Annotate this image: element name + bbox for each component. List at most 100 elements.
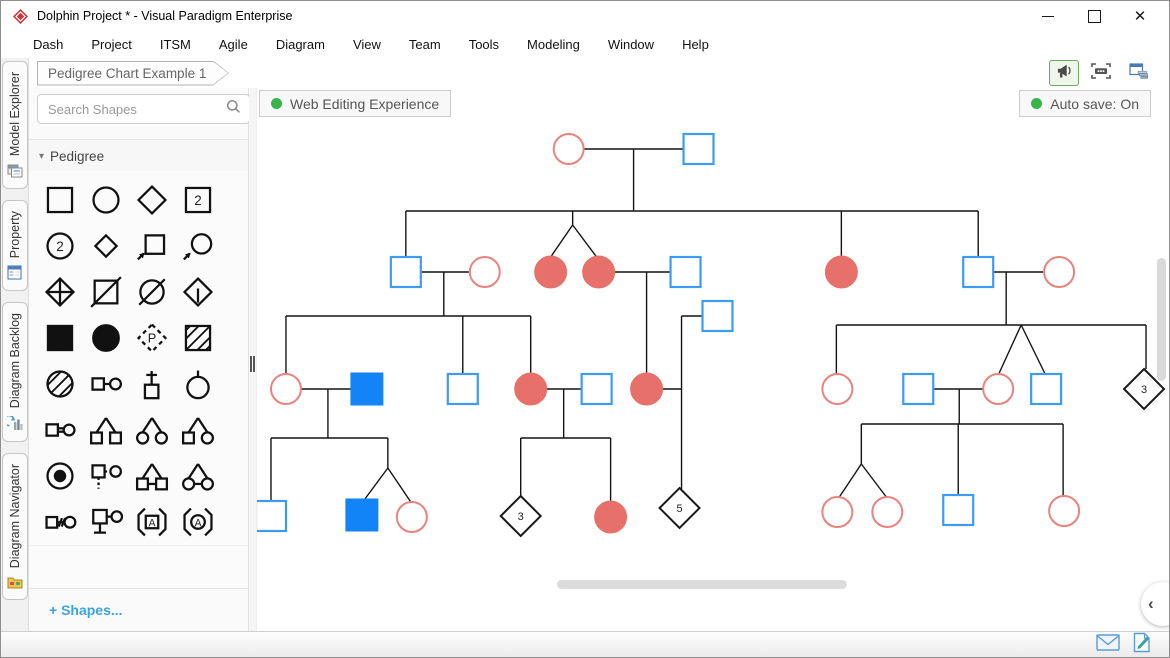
minimize-button[interactable] xyxy=(1025,2,1071,30)
pedigree-node-male[interactable] xyxy=(942,493,975,527)
palette-deceased-female[interactable] xyxy=(129,269,175,315)
pedigree-node-male[interactable] xyxy=(902,372,935,406)
vertical-scrollbar[interactable] xyxy=(1157,258,1166,381)
pedigree-node-female[interactable] xyxy=(1048,495,1081,527)
pedigree-node-female[interactable] xyxy=(552,133,585,165)
horizontal-scrollbar[interactable] xyxy=(557,580,847,589)
pedigree-node-male[interactable] xyxy=(1030,372,1063,406)
palette-dz-twins-female[interactable] xyxy=(129,407,175,453)
pedigree-node-unknown[interactable]: 5 xyxy=(658,486,701,530)
new-document-icon[interactable] xyxy=(1133,632,1151,658)
pedigree-node-affected-female[interactable] xyxy=(514,372,548,406)
pedigree-node-unknown[interactable]: 3 xyxy=(499,494,543,538)
cascade-windows-button[interactable] xyxy=(1123,60,1153,86)
palette-female[interactable] xyxy=(83,177,129,223)
menu-diagram[interactable]: Diagram xyxy=(275,37,325,52)
palette-mz-twins-female[interactable] xyxy=(175,453,221,499)
palette-multiple-males[interactable]: 2 xyxy=(175,177,221,223)
palette-unknown-small[interactable] xyxy=(83,223,129,269)
pedigree-node-affected-male[interactable] xyxy=(345,498,379,532)
palette-union[interactable] xyxy=(83,361,129,407)
pedigree-node-affected-female[interactable] xyxy=(582,255,616,289)
pedigree-node-male[interactable] xyxy=(257,499,288,533)
palette-dz-twins-mixed[interactable] xyxy=(175,407,221,453)
pedigree-node-female[interactable] xyxy=(871,496,904,528)
pedigree-node-male[interactable] xyxy=(701,299,734,333)
palette-male[interactable] xyxy=(37,177,83,223)
announcement-button[interactable] xyxy=(1049,60,1079,86)
palette-carrier-male[interactable] xyxy=(175,315,221,361)
side-tab-property[interactable]: Property xyxy=(1,200,28,292)
palette-affected-male[interactable] xyxy=(37,315,83,361)
palette-dz-twins-male[interactable] xyxy=(83,407,129,453)
menu-modeling[interactable]: Modeling xyxy=(527,37,580,52)
pedigree-node-male[interactable] xyxy=(446,372,479,406)
palette-mz-twins-male[interactable] xyxy=(129,453,175,499)
palette-consanguineous-union[interactable] xyxy=(37,407,83,453)
palette-affected-female[interactable] xyxy=(83,315,129,361)
palette-pregnancy[interactable]: P xyxy=(129,315,175,361)
palette-female-stub[interactable] xyxy=(175,361,221,407)
palette-pregnancy-loss[interactable] xyxy=(175,269,221,315)
pedigree-node-male[interactable] xyxy=(580,372,613,406)
menu-help[interactable]: Help xyxy=(682,37,709,52)
side-tab-model-explorer[interactable]: Model Explorer xyxy=(1,61,28,190)
palette-multiple-females[interactable]: 2 xyxy=(37,223,83,269)
pedigree-diagram[interactable]: 3 3 5 xyxy=(257,88,1169,631)
side-tab-diagram-navigator[interactable]: Diagram Navigator xyxy=(1,452,28,600)
search-shapes-input[interactable] xyxy=(46,100,226,118)
pedigree-node-affected-female[interactable] xyxy=(824,255,858,289)
pedigree-node-male[interactable] xyxy=(669,255,702,289)
splitter-handle-icon[interactable] xyxy=(250,356,255,372)
pedigree-node-affected-female[interactable] xyxy=(630,372,664,406)
search-shapes-box[interactable] xyxy=(37,94,250,124)
collapse-panel-button[interactable]: ‹ xyxy=(1141,582,1169,626)
menu-project[interactable]: Project xyxy=(91,37,132,52)
pedigree-node-affected-male[interactable] xyxy=(350,372,384,406)
maximize-button[interactable] xyxy=(1071,2,1117,30)
side-tab-diagram-backlog[interactable]: Diagram Backlog xyxy=(1,302,28,442)
menu-dash[interactable]: Dash xyxy=(33,37,64,52)
pedigree-node-female[interactable] xyxy=(982,373,1015,405)
menu-itsm[interactable]: ITSM xyxy=(159,37,191,52)
palette-proband-male[interactable] xyxy=(129,223,175,269)
palette-male-deceased-cross[interactable] xyxy=(129,361,175,407)
palette-proband-female[interactable] xyxy=(175,223,221,269)
menu-window[interactable]: Window xyxy=(607,37,655,52)
pedigree-node-female[interactable] xyxy=(395,501,428,533)
palette-uncertain-union[interactable] xyxy=(83,453,129,499)
pedigree-node-affected-female[interactable] xyxy=(534,255,568,289)
pedigree-node-female[interactable] xyxy=(821,373,854,405)
diagram-tab[interactable]: Pedigree Chart Example 1 xyxy=(37,60,229,86)
pedigree-node-male[interactable] xyxy=(389,255,422,289)
menu-tools[interactable]: Tools xyxy=(468,37,500,52)
pedigree-node-female[interactable] xyxy=(269,373,302,405)
pedigree-node-female[interactable] xyxy=(468,256,501,288)
palette-no-offspring[interactable] xyxy=(83,499,129,545)
mail-icon[interactable] xyxy=(1096,633,1120,656)
pedigree-node-female[interactable] xyxy=(1043,256,1076,288)
menu-view[interactable]: View xyxy=(352,37,381,52)
menu-team[interactable]: Team xyxy=(408,37,441,52)
diagram-navigator-icon xyxy=(7,575,23,594)
pedigree-section-header[interactable]: ▾ Pedigree xyxy=(29,139,248,171)
pedigree-node-male[interactable] xyxy=(682,132,715,166)
menu-agile[interactable]: Agile xyxy=(218,37,248,52)
pedigree-node-affected-female[interactable] xyxy=(594,500,628,534)
close-button[interactable]: ✕ xyxy=(1117,2,1163,30)
palette-adopted-female[interactable]: A xyxy=(175,499,221,545)
palette-stillbirth[interactable] xyxy=(37,269,83,315)
pedigree-node-female[interactable] xyxy=(821,496,854,528)
palette-unknown-sex[interactable] xyxy=(129,177,175,223)
palette-divorced-union[interactable] xyxy=(37,499,83,545)
palette-carrier-female[interactable] xyxy=(37,361,83,407)
panel-splitter[interactable] xyxy=(249,88,257,631)
add-shapes-link[interactable]: + Shapes... xyxy=(29,588,248,631)
fit-to-window-button[interactable] xyxy=(1086,60,1116,86)
palette-adopted-male[interactable]: A xyxy=(129,499,175,545)
palette-carrier-female-dot[interactable] xyxy=(37,453,83,499)
pedigree-node-male[interactable] xyxy=(962,255,995,289)
pedigree-node-unknown[interactable]: 3 xyxy=(1122,367,1166,411)
palette-deceased-male[interactable] xyxy=(83,269,129,315)
